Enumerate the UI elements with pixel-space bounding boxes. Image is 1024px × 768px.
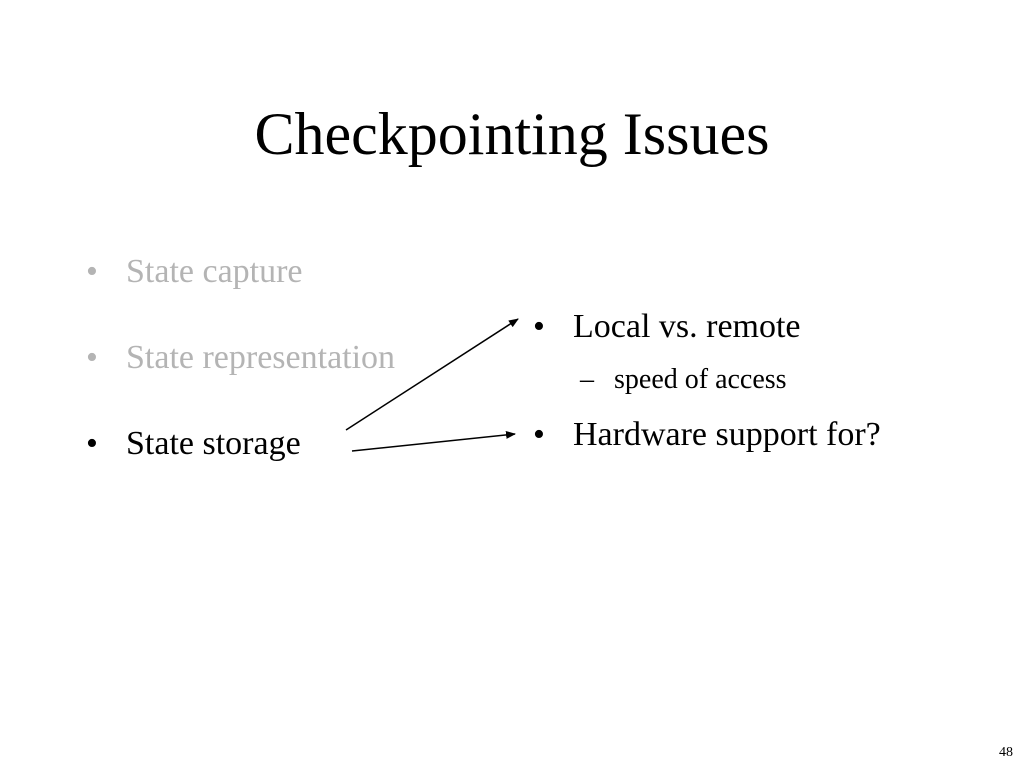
bullet-icon: • <box>533 308 545 345</box>
bullet-label: Local vs. remote <box>573 308 801 345</box>
slide-title: Checkpointing Issues <box>254 101 770 167</box>
bullet-label: Hardware support for? <box>573 416 881 453</box>
bullet-icon: • <box>86 253 98 290</box>
bullet-label: State storage <box>126 425 301 462</box>
bullet-icon: • <box>86 339 98 376</box>
arrow-to-hardware-support <box>351 430 516 452</box>
bullet-icon: • <box>533 416 545 453</box>
bullet-icon: • <box>86 425 98 462</box>
bullet-label: State representation <box>126 339 396 376</box>
dash-icon: – <box>580 364 594 395</box>
sub-bullet-label: speed of access <box>614 364 787 395</box>
page-number: 48 <box>999 745 1013 760</box>
bullet-label: State capture <box>126 253 303 290</box>
